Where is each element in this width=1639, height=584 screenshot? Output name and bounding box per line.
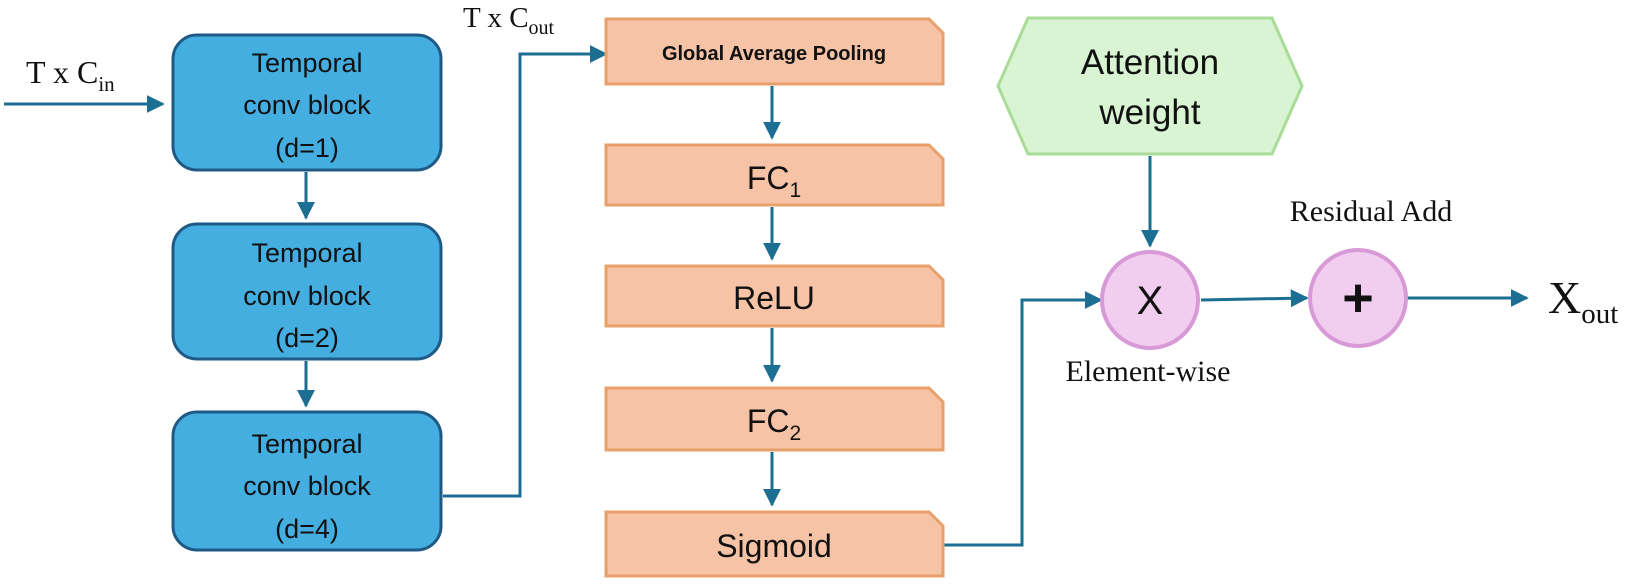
- attention-weight-line2: weight: [1098, 93, 1200, 132]
- relu-label: ReLU: [733, 280, 815, 316]
- element-wise-caption: Element-wise: [1066, 355, 1231, 388]
- output-label: Xout: [1548, 272, 1618, 330]
- fc1-block: FC1: [604, 143, 945, 207]
- input-label: T x Cin: [26, 54, 115, 96]
- temporal-block-1-line1: Temporal: [251, 48, 362, 78]
- temporal-block-2-line1: Temporal: [251, 238, 362, 268]
- residual-add-caption: Residual Add: [1290, 195, 1453, 228]
- attention-weight-line1: Attention: [1081, 43, 1219, 82]
- pooling-block: Global Average Pooling: [604, 17, 945, 86]
- residual-add-node: +: [1308, 248, 1408, 348]
- temporal-block-1-line3: (d=1): [275, 133, 339, 163]
- temporal-block-3: Temporal conv block (d=4): [171, 410, 443, 552]
- sigmoid-label: Sigmoid: [716, 528, 832, 564]
- multiply-node: X: [1100, 250, 1200, 350]
- temporal-block-3-line3: (d=4): [275, 514, 339, 544]
- arrow-block3-to-pooling: [443, 45, 608, 498]
- fc1-label: FC1: [747, 160, 801, 202]
- sigmoid-block: Sigmoid: [604, 510, 945, 578]
- multiply-symbol: X: [1137, 279, 1164, 323]
- pooling-label: Global Average Pooling: [662, 43, 886, 65]
- temporal-block-1: Temporal conv block (d=1): [171, 33, 443, 172]
- fc2-label: FC2: [747, 403, 801, 445]
- temporal-block-2-line3: (d=2): [275, 323, 339, 353]
- connectors: [4, 45, 1529, 547]
- temporal-block-3-line1: Temporal: [251, 429, 362, 459]
- plus-symbol: +: [1342, 268, 1374, 328]
- fc2-block: FC2: [604, 386, 945, 452]
- attention-weight-hexagon: Attention weight: [996, 16, 1304, 156]
- intermediate-label: T x Cout: [463, 2, 555, 39]
- arrow-sigmoid-to-multiply: [944, 291, 1103, 547]
- arrow-multiply-to-residual: [1200, 289, 1309, 308]
- temporal-block-3-line2: conv block: [243, 471, 371, 501]
- relu-block: ReLU: [604, 264, 945, 328]
- temporal-block-1-line2: conv block: [243, 90, 371, 120]
- temporal-block-2: Temporal conv block (d=2): [171, 222, 443, 361]
- temporal-block-2-line2: conv block: [243, 281, 371, 311]
